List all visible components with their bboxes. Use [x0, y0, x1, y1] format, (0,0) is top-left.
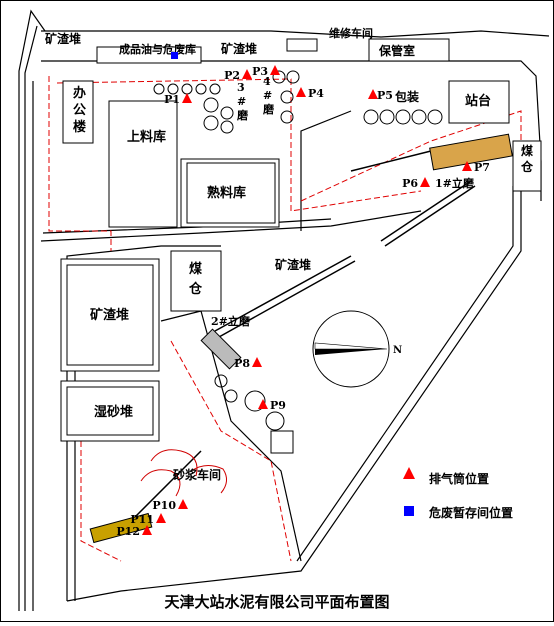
label-mill-4: 4#磨: [262, 75, 275, 116]
exhaust-marker-p6: [420, 177, 430, 187]
legend-exhaust-icon: [403, 467, 415, 479]
mortar-machinery: [140, 449, 227, 497]
legend-hazwaste-label: 危废暂存间位置: [428, 505, 513, 520]
label-maintenance: 维修车间: [329, 26, 373, 40]
map-title: 天津大站水泥有限公司平面布置图: [164, 593, 389, 611]
silos: [153, 70, 443, 431]
exhaust-marker-p11: [156, 513, 166, 523]
compass: N: [312, 310, 402, 388]
coal-right-building: [512, 140, 542, 192]
buildings: [60, 38, 542, 454]
legend-exhaust-label: 排气筒位置: [429, 471, 489, 486]
label-raw-store: 上料库: [127, 129, 166, 145]
exhaust-label-p2: P2: [224, 69, 240, 82]
exhaust-label-p1: P1: [164, 93, 180, 106]
label-slag-top-left: 矿渣堆: [45, 31, 81, 46]
label-mortar-workshop: 砂浆车间: [172, 467, 221, 482]
exhaust-marker-p3: [270, 65, 280, 75]
exhaust-label-p4: P4: [308, 87, 324, 100]
exhaust-label-p6: P6: [402, 177, 418, 190]
label-coal-mid: 煤仓: [188, 261, 203, 297]
exhaust-marker-p8: [252, 357, 262, 367]
hazwaste-marker: [171, 52, 178, 59]
exhaust-marker-p2: [242, 69, 252, 79]
exhaust-label-p11: P11: [130, 513, 154, 526]
label-fuel-store: 成品油与危废库: [119, 42, 196, 56]
station-building: [448, 80, 510, 124]
label-mill-1: 1#立磨: [435, 176, 475, 190]
exhaust-marker-p1: [182, 93, 192, 103]
compass-north-label: N: [393, 345, 402, 356]
mill2-machinery: [200, 328, 242, 370]
exhaust-label-p10: P10: [152, 499, 176, 512]
exhaust-marker-p9: [258, 399, 268, 409]
exhaust-marker-p5: [368, 89, 378, 99]
exhaust-label-p9: P9: [270, 399, 286, 412]
exhaust-label-p5: P5: [377, 89, 393, 102]
office-building: [62, 80, 94, 144]
mill1-machinery: [429, 133, 513, 171]
exhaust-marker-p4: [296, 87, 306, 97]
label-office: 办公楼: [73, 85, 86, 135]
small-unit: [270, 430, 294, 454]
coal-mid-building: [170, 250, 222, 312]
raw-store-building: [108, 100, 178, 228]
label-mill-2: 2#立磨: [211, 314, 251, 328]
mortar-production-line: [89, 512, 153, 544]
exhaust-marker-p12: [142, 525, 152, 535]
label-clinker-store: 熟料库: [207, 185, 246, 201]
area-labels: 矿渣堆 成品油与危废库 矿渣堆 维修车间 保管室 站台 包装 上料库 熟料库 矿…: [45, 26, 534, 482]
label-packing: 包装: [394, 89, 419, 104]
exhaust-label-p7: P7: [474, 161, 490, 174]
legend: 排气筒位置 危废暂存间位置: [403, 467, 513, 520]
exhaust-marker-p10: [178, 499, 188, 509]
exhaust-label-p3: P3: [252, 65, 268, 78]
label-slag-top-mid: 矿渣堆: [221, 41, 257, 56]
label-wet-sand: 湿砂堆: [94, 404, 133, 420]
label-slag-mid: 矿渣堆: [275, 257, 311, 272]
label-security: 保管室: [378, 43, 415, 58]
exhaust-label-p8: P8: [234, 357, 250, 370]
label-station: 站台: [465, 93, 491, 109]
label-coal-right: 煤仓: [520, 143, 534, 174]
security-room-building: [368, 38, 450, 62]
legend-hazwaste-icon: [404, 506, 414, 516]
label-slag-left: 矿渣堆: [90, 307, 129, 323]
small-shed: [286, 38, 318, 52]
exhaust-marker-p7: [462, 161, 472, 171]
label-mill-3: 3#磨: [236, 81, 249, 122]
exhaust-label-p12: P12: [116, 525, 140, 538]
